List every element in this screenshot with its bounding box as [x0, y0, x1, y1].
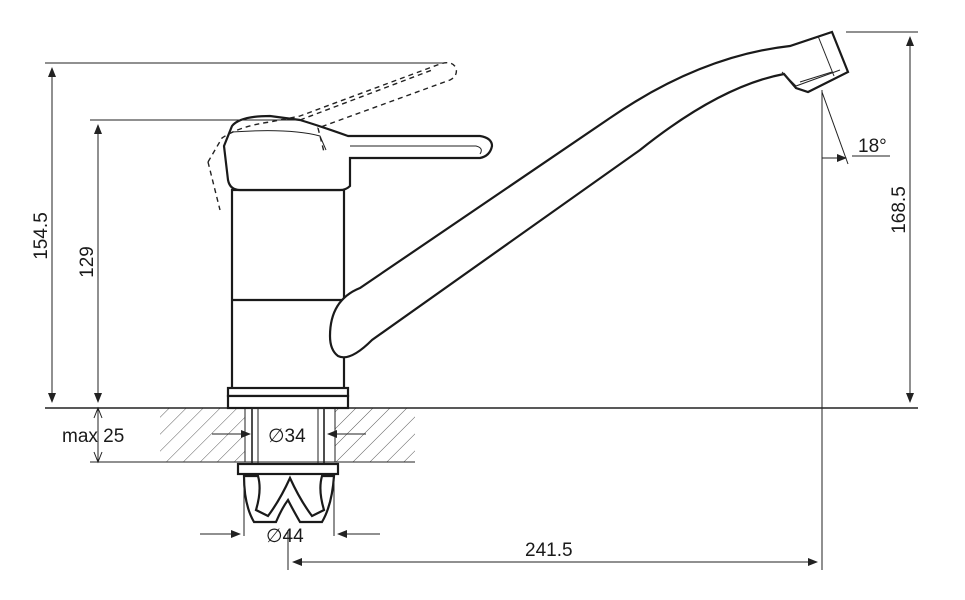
max-counter-label: max 25	[62, 426, 124, 447]
faucet-body	[226, 188, 350, 410]
wing-nut	[236, 462, 340, 524]
inner-diameter-label: ∅34	[268, 426, 306, 447]
dimension-total-height: 154.5	[31, 62, 446, 403]
dimension-lever-height: 129	[77, 119, 300, 403]
lever-raised-outline	[207, 61, 458, 211]
dimension-outer-diameter: ∅44	[200, 476, 380, 547]
lever-handle	[222, 114, 494, 192]
dimension-spout-height: 168.5	[846, 31, 918, 403]
spout-height-label: 168.5	[889, 186, 910, 234]
total-height-label: 154.5	[31, 212, 52, 260]
countertop	[160, 408, 415, 463]
dimension-inner-diameter: ∅34	[212, 426, 366, 447]
lever-height-label: 129	[77, 246, 98, 278]
dimension-angle: 18°	[821, 91, 890, 165]
spout-reach-label: 241.5	[525, 540, 573, 561]
dimension-counter-thickness: max 25	[62, 406, 160, 464]
outer-diameter-label: ∅44	[266, 526, 304, 547]
angle-label: 18°	[858, 136, 887, 157]
spout	[328, 30, 850, 359]
dimension-spout-reach: 241.5	[287, 90, 823, 570]
